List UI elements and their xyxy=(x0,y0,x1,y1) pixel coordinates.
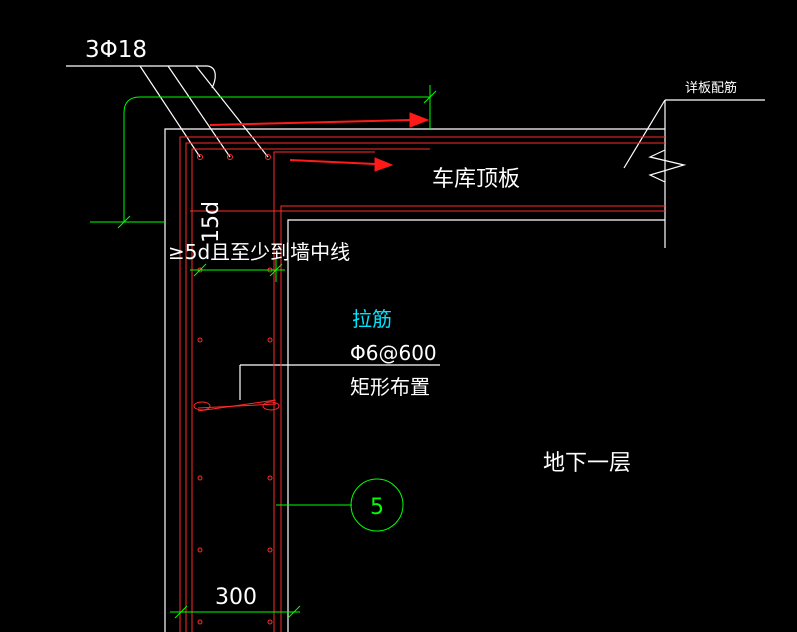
top-rebar-dot xyxy=(227,154,233,160)
slab-detail-leader-diagonal xyxy=(623,99,666,169)
wall-rebar-dot xyxy=(267,337,273,343)
break-symbol xyxy=(648,149,687,183)
inner-wall-rebar-b xyxy=(280,205,665,632)
wall-rebar-dot xyxy=(267,475,273,481)
top-rebar-leader-1 xyxy=(139,65,201,158)
basement-level-label: 地下一层 xyxy=(543,451,631,476)
wall-rebar-dot xyxy=(267,547,273,553)
anchor-dim-tick-right xyxy=(423,90,437,104)
tie-title-label: 拉筋 xyxy=(352,307,392,331)
wall-rebar-dot xyxy=(197,475,203,481)
top-rebar-leader-3 xyxy=(195,65,269,158)
top-rebar-label: 3Φ18 xyxy=(85,37,147,63)
rebar-dots xyxy=(197,154,273,625)
wall-slab-inner-edge xyxy=(287,219,665,632)
concrete-outline xyxy=(66,65,765,632)
arrow-head-top xyxy=(409,112,430,128)
anchor-5d-tick-left xyxy=(193,263,207,277)
top-rebar-leader-hook xyxy=(207,65,216,89)
tie-hook-left xyxy=(193,401,211,411)
tie-spec-label: Φ6@600 xyxy=(350,341,437,365)
inner-wall-rebar-a xyxy=(273,151,375,632)
anchor-dimension-polyline xyxy=(123,96,430,222)
tie-hook-right xyxy=(262,401,280,411)
top-rebar-dot xyxy=(197,154,203,160)
anchor-rule-label: ≥5d且至少到墙中线 xyxy=(168,240,350,264)
wall-rebar-dot xyxy=(197,619,203,625)
arrow-shaft-top xyxy=(209,119,411,126)
wall-thickness-tick-right xyxy=(287,605,301,619)
green-dimensions xyxy=(90,85,437,619)
red-arrows xyxy=(209,112,430,172)
tie-layout-label: 矩形布置 xyxy=(350,375,430,399)
wall-rebar-dot xyxy=(197,337,203,343)
outer-wall-rebar-b xyxy=(185,142,665,632)
outer-wall-rebar-a xyxy=(179,136,665,632)
wall-rebar-dot xyxy=(267,619,273,625)
wall-thickness-tick-left xyxy=(174,605,188,619)
rebar-lines xyxy=(179,136,665,632)
wall-rebar-dot xyxy=(197,547,203,553)
outer-wall-rebar-c xyxy=(191,148,430,632)
arrow-head-mid xyxy=(374,157,394,172)
anchor-dim-tick-bottom xyxy=(117,215,131,229)
detail-mark-circle xyxy=(350,478,404,532)
slab-detail-label: 详板配筋 xyxy=(685,80,737,96)
top-rebar-dot xyxy=(265,154,271,160)
anchor-15d-label: 15d xyxy=(199,201,224,243)
top-rebar-leader-2 xyxy=(167,65,231,158)
detail-mark-number: 5 xyxy=(370,495,384,520)
arrow-shaft-mid xyxy=(289,159,376,165)
wall-slab-outer-edge xyxy=(164,128,665,632)
garage-roof-label: 车库顶板 xyxy=(432,167,520,192)
wall-thickness-label: 300 xyxy=(215,585,257,610)
